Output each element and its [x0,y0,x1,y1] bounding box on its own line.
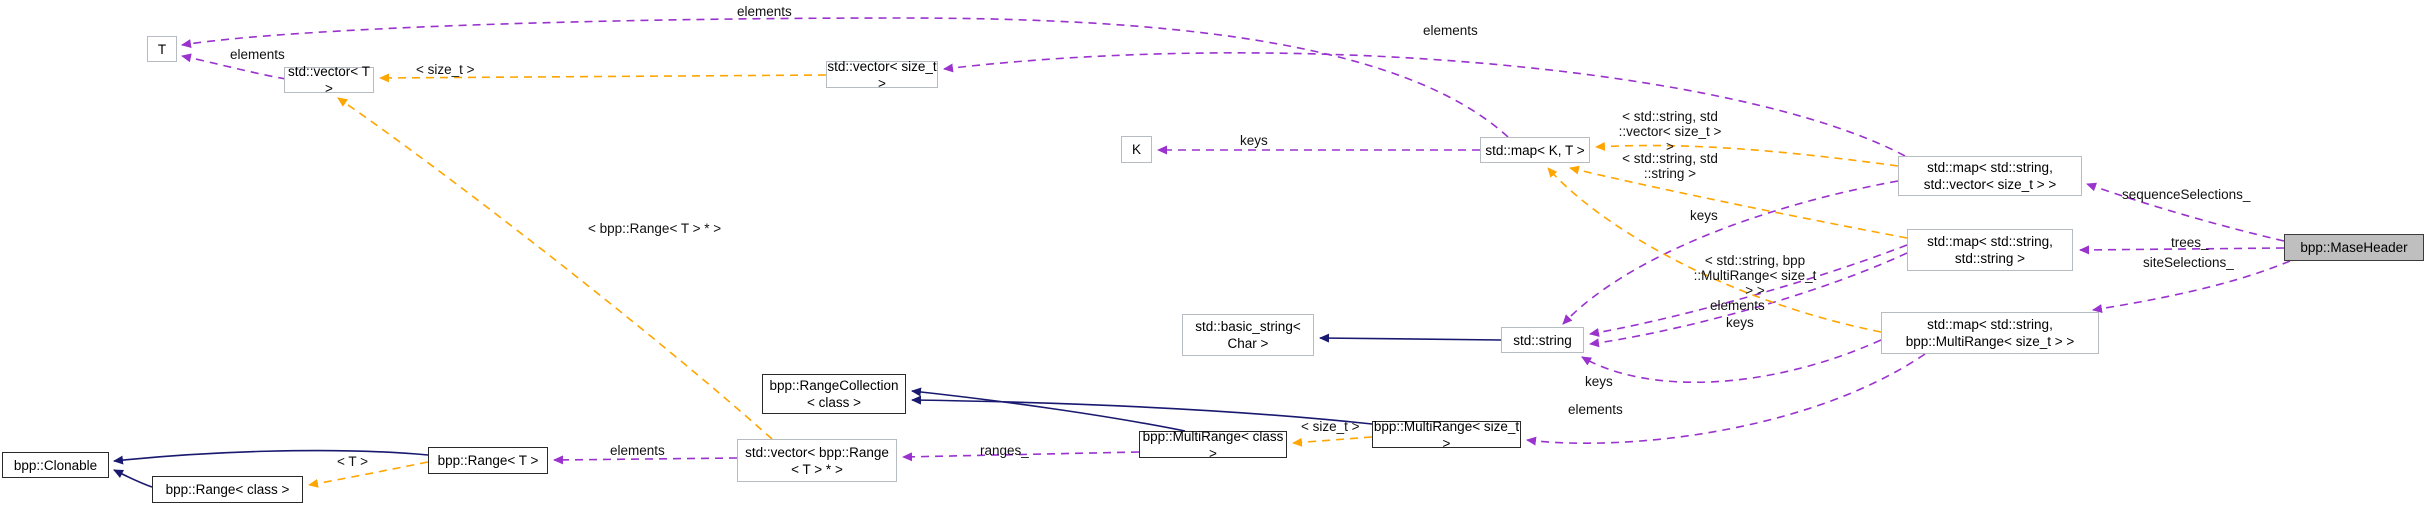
node-bpp-multirange-class[interactable]: bpp::MultiRange< class > [1139,429,1287,461]
edge-use-vectorrangeptr-ranget-elements [553,455,738,465]
edge-label-keys-mapkt-k: keys [1240,133,1268,148]
node-k[interactable]: K [1121,136,1152,163]
edge-use-mapstrmr-multirangesizet-elements [1526,353,1926,446]
edge-label-tpl-string-multirange: < std::string, bpp ::MultiRange< size_t … [1693,253,1817,298]
node-t[interactable]: T [147,36,177,62]
edge-label-elements-vectort-t: elements [230,47,285,62]
node-std-vector-t[interactable]: std::vector< T > [284,64,374,96]
node-bpp-rangecollection[interactable]: bpp::RangeCollection < class > [762,374,906,414]
edge-label-sizet-multirange: < size_t > [1301,419,1360,434]
node-std-vector-bpp-range-ptr[interactable]: std::vector< bpp::Range < T > * > [737,439,897,482]
edge-use-multirangeclass-vectorrangeptr-ranges [902,451,1140,462]
edge-tpl-vectorrangeptr-vectort [337,97,773,440]
edge-label-siteselections: siteSelections_ [2143,255,2234,270]
node-std-map-string-string[interactable]: std::map< std::string, std::string > [1907,229,2073,271]
node-bpp-clonable[interactable]: bpp::Clonable [2,452,109,478]
node-bpp-range-class[interactable]: bpp::Range< class > [152,476,303,503]
edge-label-elements-vectorrangeptr-ranget: elements [610,443,665,458]
edge-label-elements-mapstrmr-multirange: elements [1568,402,1623,417]
edge-label-keys-mapstrmr-string: keys [1585,374,1613,389]
node-bpp-maseheader: bpp::MaseHeader [2284,234,2424,261]
edge-use-mapstrstr-string-elements [1589,244,1908,337]
edge-use-maseheader-mapstrstr-trees [2079,245,2285,255]
edge-tpl-mapstrstr-mapkt [1569,165,1908,239]
edge-inherit-multirangesizet-rangecollection [911,395,1373,425]
edge-tpl-ranget-rangeclass [308,461,429,488]
edge-use-mapstrvec-vectorsizet-elements [943,52,1906,157]
edge-use-mapstrmr-string-keys [1581,339,1882,384]
node-std-string[interactable]: std::string [1501,327,1584,353]
edge-tpl-vectorsizet-vectort [379,73,827,83]
edge-use-mapkt-t-elements [181,17,1509,138]
node-std-map-string-vector-size-t[interactable]: std::map< std::string, std::vector< size… [1898,156,2082,196]
node-std-basic-string[interactable]: std::basic_string< Char > [1182,314,1314,356]
edge-label-elements-mapstrvec-vectorsizet: elements [1423,23,1478,38]
edge-tpl-multirangesizet-multirangeclass [1292,436,1373,447]
edge-tpl-mapstrvec-mapkt [1595,142,1899,167]
edge-inherit-string-basicstring [1319,333,1502,343]
edge-inherit-multirangeclass-rangecollection [911,387,1186,432]
edge-label-tpl-string-vector: < std::string, std ::vector< size_t > > [1618,109,1722,154]
edge-label-tpl-string-string: < std::string, std ::string > [1622,151,1718,181]
node-std-map-string-multirange[interactable]: std::map< std::string, bpp::MultiRange< … [1881,312,2099,354]
edge-use-mapstrstr-string-keys [1589,252,1908,348]
edge-label-sequenceselections: sequenceSelections_ [2122,187,2251,202]
node-std-map-k-t[interactable]: std::map< K, T > [1480,137,1590,163]
edge-label-tpl-t: < T > [337,454,369,469]
edge-use-maseheader-mapstrmr-siteselections [2092,260,2291,314]
edge-label-trees: trees_ [2171,235,2209,250]
node-bpp-multirange-size-t[interactable]: bpp::MultiRange< size_t > [1372,418,1521,451]
edge-label-sizet-vectorsizet: < size_t > [416,62,475,77]
edge-use-maseheader-mapstrvec-sequenceselections [2086,182,2285,242]
edge-label-keys-mapstrvec-string: keys [1690,208,1718,223]
edge-use-mapstrvec-string-keys [1562,180,1899,325]
edge-inherit-rangeclass-clonable [113,469,153,488]
edge-label-ranges: ranges_ [980,443,1029,458]
node-std-vector-size-t[interactable]: std::vector< size_t > [826,58,938,91]
edge-label-elements-mapkt-t: elements [737,4,792,19]
edge-label-tpl-bpp-range-ptr: < bpp::Range< T > * > [588,221,722,236]
edge-inherit-ranget-clonable [113,449,429,465]
edge-label-keys-mapstrstr-string: keys [1726,315,1754,330]
node-bpp-range-t[interactable]: bpp::Range< T > [428,447,548,474]
edge-label-elements-mapstrstr-string: elements [1710,298,1765,313]
